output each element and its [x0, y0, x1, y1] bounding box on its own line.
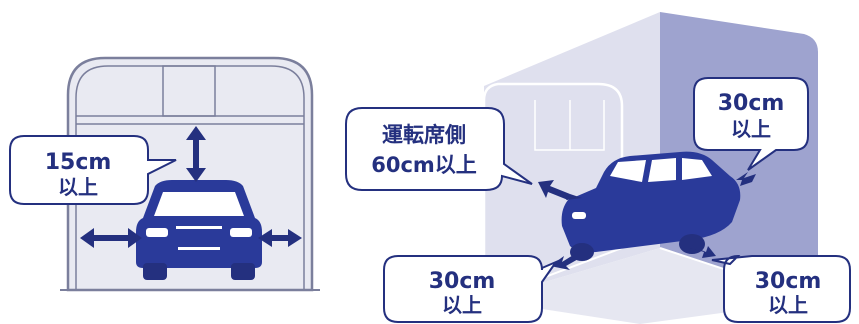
callout-line1: 30cm [429, 269, 496, 294]
garage-inner-frame [75, 65, 305, 291]
car-perspective-view [561, 151, 741, 261]
garage-front-arch [482, 82, 624, 300]
car-windshield [154, 192, 244, 216]
callout-bubble [345, 107, 533, 191]
front-view-garage: 15cm 以上 [9, 56, 320, 292]
callout-line1: 運転席側 [382, 123, 466, 147]
car-side-window-rear [682, 158, 712, 180]
callout-line2: 以上 [768, 293, 808, 317]
car-headlight-perspective [572, 212, 586, 219]
arrow-driver-side-head [566, 194, 582, 200]
callout-15cm: 15cm 以上 [9, 135, 177, 205]
arrow-right-head-left [258, 229, 272, 247]
arrow-driver-side [538, 180, 570, 200]
arrow-top-head-down [186, 168, 206, 182]
arrow-bottom-right [682, 242, 716, 258]
arrow-bottom-left [550, 252, 580, 270]
callout-line2: 60cm以上 [371, 153, 477, 177]
callout-bubble [383, 255, 559, 323]
car-side-window-front [648, 158, 676, 182]
clearance-arrows-left [80, 126, 302, 248]
arrow-top-shaft [193, 138, 199, 170]
car-windshield-perspective [610, 160, 646, 182]
car-headlight-left [146, 228, 168, 237]
arrow-right-shaft [270, 235, 292, 241]
callout-bubble [9, 135, 177, 205]
arrow-left-head-left [80, 228, 94, 248]
arrow-left-head-right [128, 228, 142, 248]
arrow-top-head-up [186, 126, 206, 140]
callout-line2: 以上 [58, 175, 98, 199]
callout-bottom-right: 30cm 以上 [711, 254, 851, 323]
arrow-right-head-right [288, 229, 302, 247]
callout-bubble [711, 254, 851, 323]
callout-bubble [693, 77, 809, 171]
car-front-view [136, 180, 262, 280]
car-headlight-right [230, 228, 252, 237]
arrow-top-right [736, 172, 756, 186]
callout-top-right: 30cm 以上 [693, 77, 809, 171]
clearance-arrows-right [538, 172, 756, 270]
car-wheel-right [231, 263, 255, 280]
callout-bottom-left: 30cm 以上 [383, 255, 559, 323]
perspective-garage: 運転席側 60cm以上 30cm 以上 30cm 以上 30cm 以上 [345, 12, 851, 324]
car-wheel-left [143, 263, 167, 280]
car-grille-bottom [178, 247, 220, 250]
callout-line1: 30cm [718, 91, 785, 116]
callout-line2: 以上 [731, 117, 771, 141]
callout-line1: 15cm [45, 150, 112, 175]
car-grille-top [176, 226, 222, 229]
callout-line1: 30cm [755, 269, 822, 294]
arrow-left-shaft [92, 235, 130, 241]
callout-driver-side: 運転席側 60cm以上 [345, 107, 533, 191]
callout-line2: 以上 [442, 293, 482, 317]
